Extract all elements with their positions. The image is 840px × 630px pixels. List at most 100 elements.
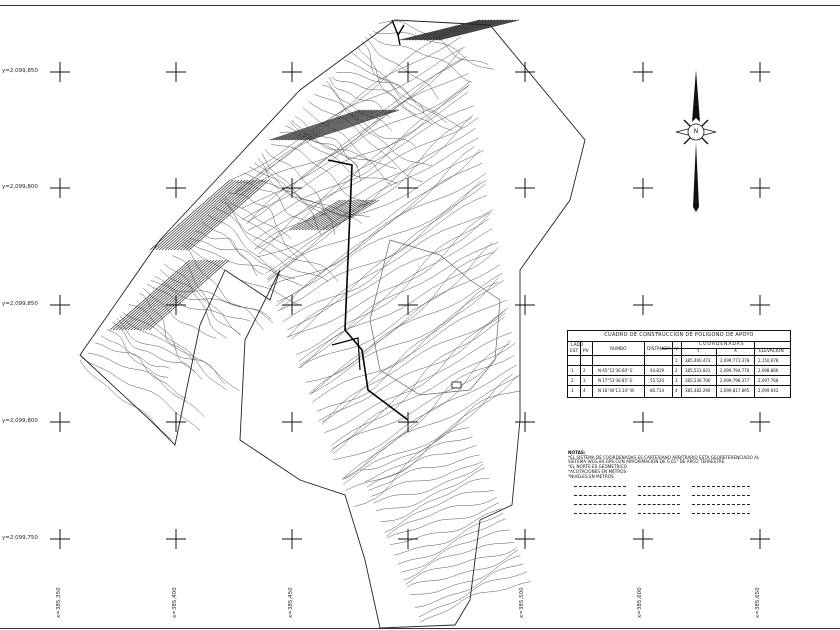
grid-cross [398, 178, 418, 198]
contour-line [261, 153, 322, 235]
slope-hatch [121, 259, 203, 331]
grid-y-label: y=2,099,850 [2, 68, 38, 74]
contour-line [351, 51, 453, 131]
contour-line [290, 209, 494, 340]
grid-cross [50, 62, 70, 82]
slope-hatch [182, 179, 264, 251]
contour-line [380, 478, 490, 522]
slope-hatch [148, 259, 230, 331]
contour-line [316, 281, 499, 412]
contour-line [112, 322, 195, 373]
th-rumbo: RUMBO [610, 347, 627, 352]
grid-x-label: x=385,600 [637, 587, 643, 618]
contour-line [275, 179, 487, 307]
contour-line [400, 529, 511, 573]
contour-line [122, 312, 227, 391]
th-x: X [734, 349, 738, 354]
contour-line [247, 72, 469, 223]
contour-line [291, 119, 359, 168]
grid-cross [50, 295, 70, 315]
contour-line [236, 181, 314, 228]
table-cell-x: 2,099,794.776 [720, 368, 750, 373]
grid-cross [166, 529, 186, 549]
grid-cross [50, 412, 70, 432]
contour-line [389, 508, 502, 545]
contour-line [186, 239, 303, 287]
contour-line [267, 149, 480, 283]
grid-x-label: x=385,650 [755, 587, 761, 618]
slope-hatch [272, 109, 364, 141]
slope-hatch [429, 19, 511, 41]
contour-line [79, 359, 172, 440]
grid-cross [398, 295, 418, 315]
contour-line [240, 58, 463, 210]
note-line: SISTEMA WGS 84 GPS CON APROXIMACION DE 0… [568, 459, 725, 465]
contour-line [100, 335, 169, 378]
contour-line [318, 309, 507, 422]
contour-line [331, 76, 416, 116]
table-cell-v: 3 [675, 378, 678, 383]
grid-cross [515, 62, 535, 82]
contour-line [312, 277, 499, 403]
contour-line [256, 105, 474, 249]
north-arrow-head [692, 70, 700, 122]
grid-x-label: x=385,400 [172, 587, 178, 618]
contour-line [207, 214, 295, 279]
contour-line [299, 247, 499, 369]
slope-hatch [319, 199, 371, 231]
grid-cross [50, 529, 70, 549]
grid-cross [750, 412, 770, 432]
slope-hatch [325, 199, 377, 231]
slope-hatch [109, 259, 191, 331]
th-est: EST [570, 349, 579, 354]
contour-line [329, 77, 392, 118]
slope-hatch [173, 179, 255, 251]
table-cell-v: 1 [675, 358, 678, 363]
slope-hatch [149, 179, 231, 251]
slope-hatch [136, 259, 218, 331]
contour-lines [79, 19, 531, 623]
slope-hatch [130, 259, 212, 331]
note-line: *ACOTACIONES EN METROS [568, 468, 627, 474]
th-coordenadas: COORDENADAS [699, 342, 745, 347]
grid-cross [515, 178, 535, 198]
table-title: CUADRO DE CONSTRUCCION DE POLIGONO DE AP… [604, 332, 754, 338]
contour-line [253, 162, 363, 224]
plateau-outline [369, 239, 501, 396]
grid-cross [750, 529, 770, 549]
slope-hatch [167, 179, 249, 251]
contour-line [386, 497, 497, 537]
contour-line [321, 299, 507, 423]
contour-line [370, 461, 483, 497]
contour-line [277, 183, 486, 312]
contour-line [405, 547, 518, 585]
slope-hatch [179, 179, 261, 251]
grid-y-label: y=2,099,750 [2, 535, 38, 541]
grid-cross [398, 412, 418, 432]
contour-line [82, 357, 201, 431]
contour-line [354, 390, 521, 507]
slope-hatch [155, 179, 237, 251]
contour-line [309, 280, 504, 395]
slope-hatch [423, 19, 505, 41]
contour-line [364, 36, 439, 100]
grid-cross [166, 62, 186, 82]
contour-line [246, 80, 471, 225]
slope-hatch [328, 199, 380, 231]
grid-cross [750, 178, 770, 198]
contour-line [154, 275, 264, 330]
grid-y-label: y=2,099,850 [2, 301, 38, 307]
contour-line [268, 146, 475, 287]
contour-line [296, 218, 490, 355]
contour-line [159, 269, 241, 335]
contour-line [164, 263, 227, 339]
slope-hatch [414, 19, 496, 41]
contour-line [368, 454, 480, 491]
th-v: V [675, 347, 679, 352]
slope-hatch [176, 179, 258, 251]
slope-hatch [127, 259, 209, 331]
grid-y-label: y=2,099,800 [2, 184, 38, 190]
slope-hatch [322, 199, 374, 231]
slope-hatch [161, 179, 243, 251]
